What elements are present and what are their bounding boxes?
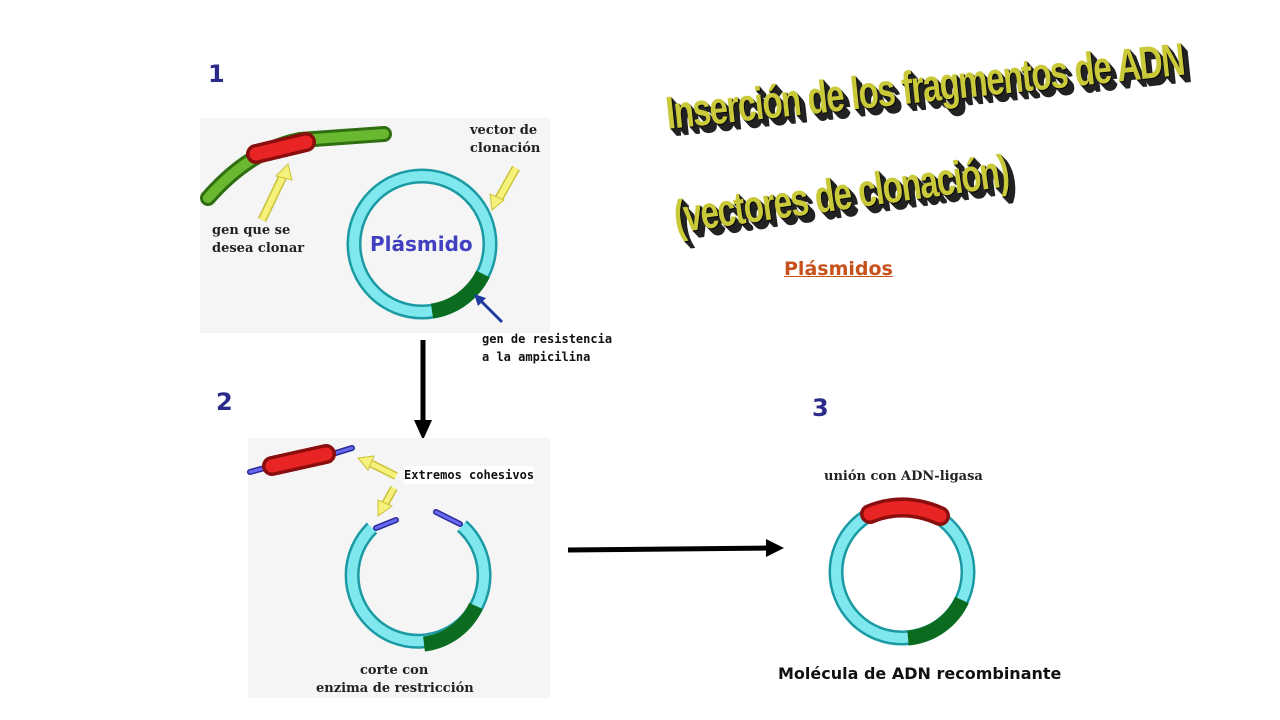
step-2-number: 2 [216, 388, 233, 416]
step-arrow-right [567, 545, 771, 553]
step-3-number: 3 [812, 394, 829, 422]
recombinant-resistance [907, 596, 969, 646]
plasmidos-link[interactable]: Plásmidos [784, 258, 893, 280]
cut-label-line-2: enzima de restricción [316, 681, 474, 696]
gene-label-line-2: desea clonar [212, 241, 305, 256]
cut-label: corte con enzima de restricción [316, 662, 474, 698]
resistance-label-line-1: gen de resistencia [482, 332, 613, 346]
plasmid-label: Plásmido [370, 232, 473, 256]
result-label: Molécula de ADN recombinante [778, 664, 1062, 683]
open-plasmid-resistance [422, 602, 483, 652]
gene-label: gen que se desea clonar [212, 222, 304, 258]
vector-label-line-1: vector de [470, 123, 538, 138]
cut-label-line-1: corte con [360, 663, 429, 678]
gene-label-line-1: gen que se [212, 223, 291, 238]
ligase-label: unión con ADN-ligasa [824, 469, 983, 484]
vector-label-line-2: clonación [470, 141, 541, 156]
step-1-number: 1 [208, 60, 225, 88]
cohesive-label: Extremos cohesivos [404, 466, 535, 484]
vector-label: vector de clonación [470, 122, 540, 158]
resistance-label: gen de resistencia a la ampicilina [482, 330, 612, 366]
resistance-gene [430, 270, 490, 319]
resistance-label-line-2: a la ampicilina [482, 350, 591, 364]
